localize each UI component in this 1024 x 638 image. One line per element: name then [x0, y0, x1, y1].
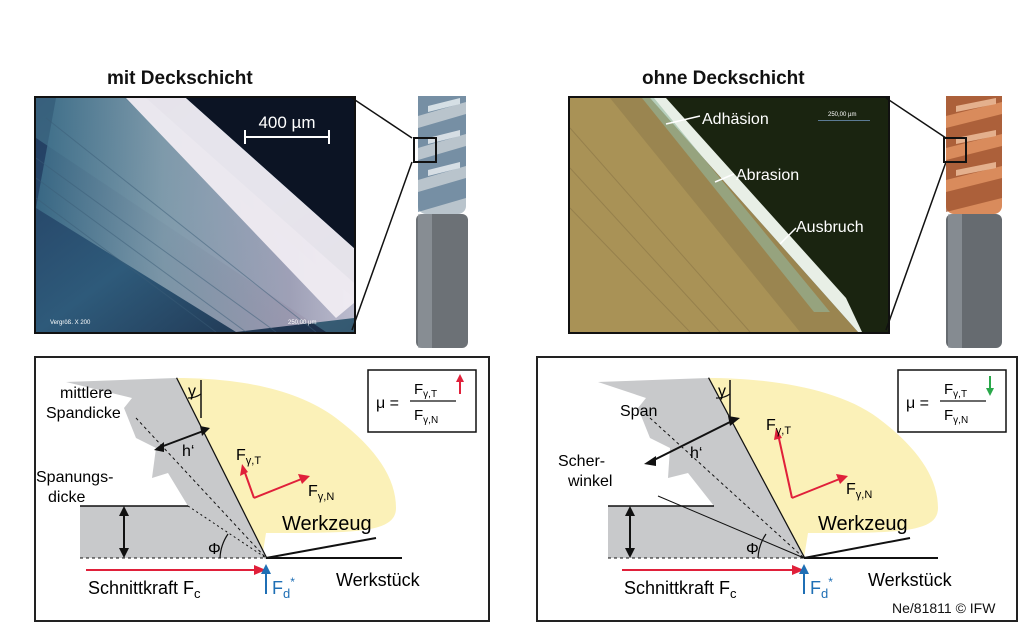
left-title: mit Deckschicht [107, 68, 253, 89]
label-gamma-right: γ [718, 383, 726, 400]
label-schnittkraft-right: Schnittkraft Fc [624, 578, 737, 601]
label-spandicke: Spandicke [46, 405, 121, 422]
label-h: h‘ [182, 443, 194, 460]
left-diagram-panel: mittlere Spandicke Spanungs- dicke h‘ γ … [34, 356, 490, 622]
left-tool-graphic [351, 96, 468, 348]
label-fn-right: Fγ,N [846, 481, 872, 501]
label-phi: Φ [208, 541, 221, 558]
uncoated-edge-image: 250,00 µm Adhäsion Abrasion Ausbruch [570, 98, 888, 332]
formula-mu-right: μ = [906, 395, 929, 412]
annotation-adhaesion: Adhäsion [702, 111, 769, 128]
image-credit: Ne/81811 © IFW [892, 600, 996, 616]
label-scher: Scher- [558, 453, 605, 470]
label-ft: Fγ,T [236, 447, 261, 467]
right-cutting-diagram: Span Scher- winkel h‘ γ Φ Fγ,T Fγ,N Werk… [558, 369, 1007, 601]
micro-scale-label: 250,00 µm [288, 320, 316, 326]
label-werkzeug: Werkzeug [282, 513, 372, 535]
magnification-label: Vergröß. X 200 [50, 320, 91, 326]
label-fn: Fγ,N [308, 483, 334, 503]
label-fd: Fd* [272, 575, 295, 601]
right-diagram-panel: Span Scher- winkel h‘ γ Φ Fγ,T Fγ,N Werk… [536, 356, 1018, 622]
left-micrograph: 400 µm Vergröß. X 200 250,00 µm [34, 96, 356, 334]
label-gamma: γ [188, 383, 196, 400]
label-schnittkraft: Schnittkraft Fc [88, 578, 201, 601]
label-dicke: dicke [48, 489, 85, 506]
label-winkel: winkel [567, 473, 612, 490]
coated-edge-image: 400 µm Vergröß. X 200 250,00 µm [36, 98, 354, 332]
label-fd-right: Fd* [810, 575, 833, 601]
label-span: Span [620, 403, 657, 420]
scale-bar-label: 400 µm [258, 113, 315, 132]
label-h-right: h‘ [690, 445, 702, 462]
annotation-abrasion: Abrasion [736, 167, 799, 184]
right-title: ohne Deckschicht [642, 68, 805, 89]
label-werkstueck-right: Werkstück [868, 570, 953, 590]
label-mittlere: mittlere [60, 385, 113, 402]
label-werkstueck: Werkstück [336, 570, 421, 590]
label-werkzeug-right: Werkzeug [818, 513, 908, 535]
label-phi-right: Φ [746, 541, 759, 558]
label-spanungs: Spanungs- [36, 469, 113, 486]
formula-num-right: Fγ,T [944, 381, 967, 400]
left-cutting-diagram: mittlere Spandicke Spanungs- dicke h‘ γ … [36, 369, 477, 601]
label-ft-right: Fγ,T [766, 417, 791, 437]
zoom-box [413, 137, 437, 163]
micro-scale-label-right: 250,00 µm [828, 112, 856, 118]
right-micrograph: 250,00 µm Adhäsion Abrasion Ausbruch [568, 96, 890, 334]
formula-den: Fγ,N [414, 407, 438, 426]
zoom-box-right [943, 137, 967, 163]
annotation-ausbruch: Ausbruch [796, 219, 864, 236]
formula-mu: μ = [376, 395, 399, 412]
right-tool-graphic [885, 96, 1002, 348]
formula-num: Fγ,T [414, 381, 437, 400]
formula-den-right: Fγ,N [944, 407, 968, 426]
